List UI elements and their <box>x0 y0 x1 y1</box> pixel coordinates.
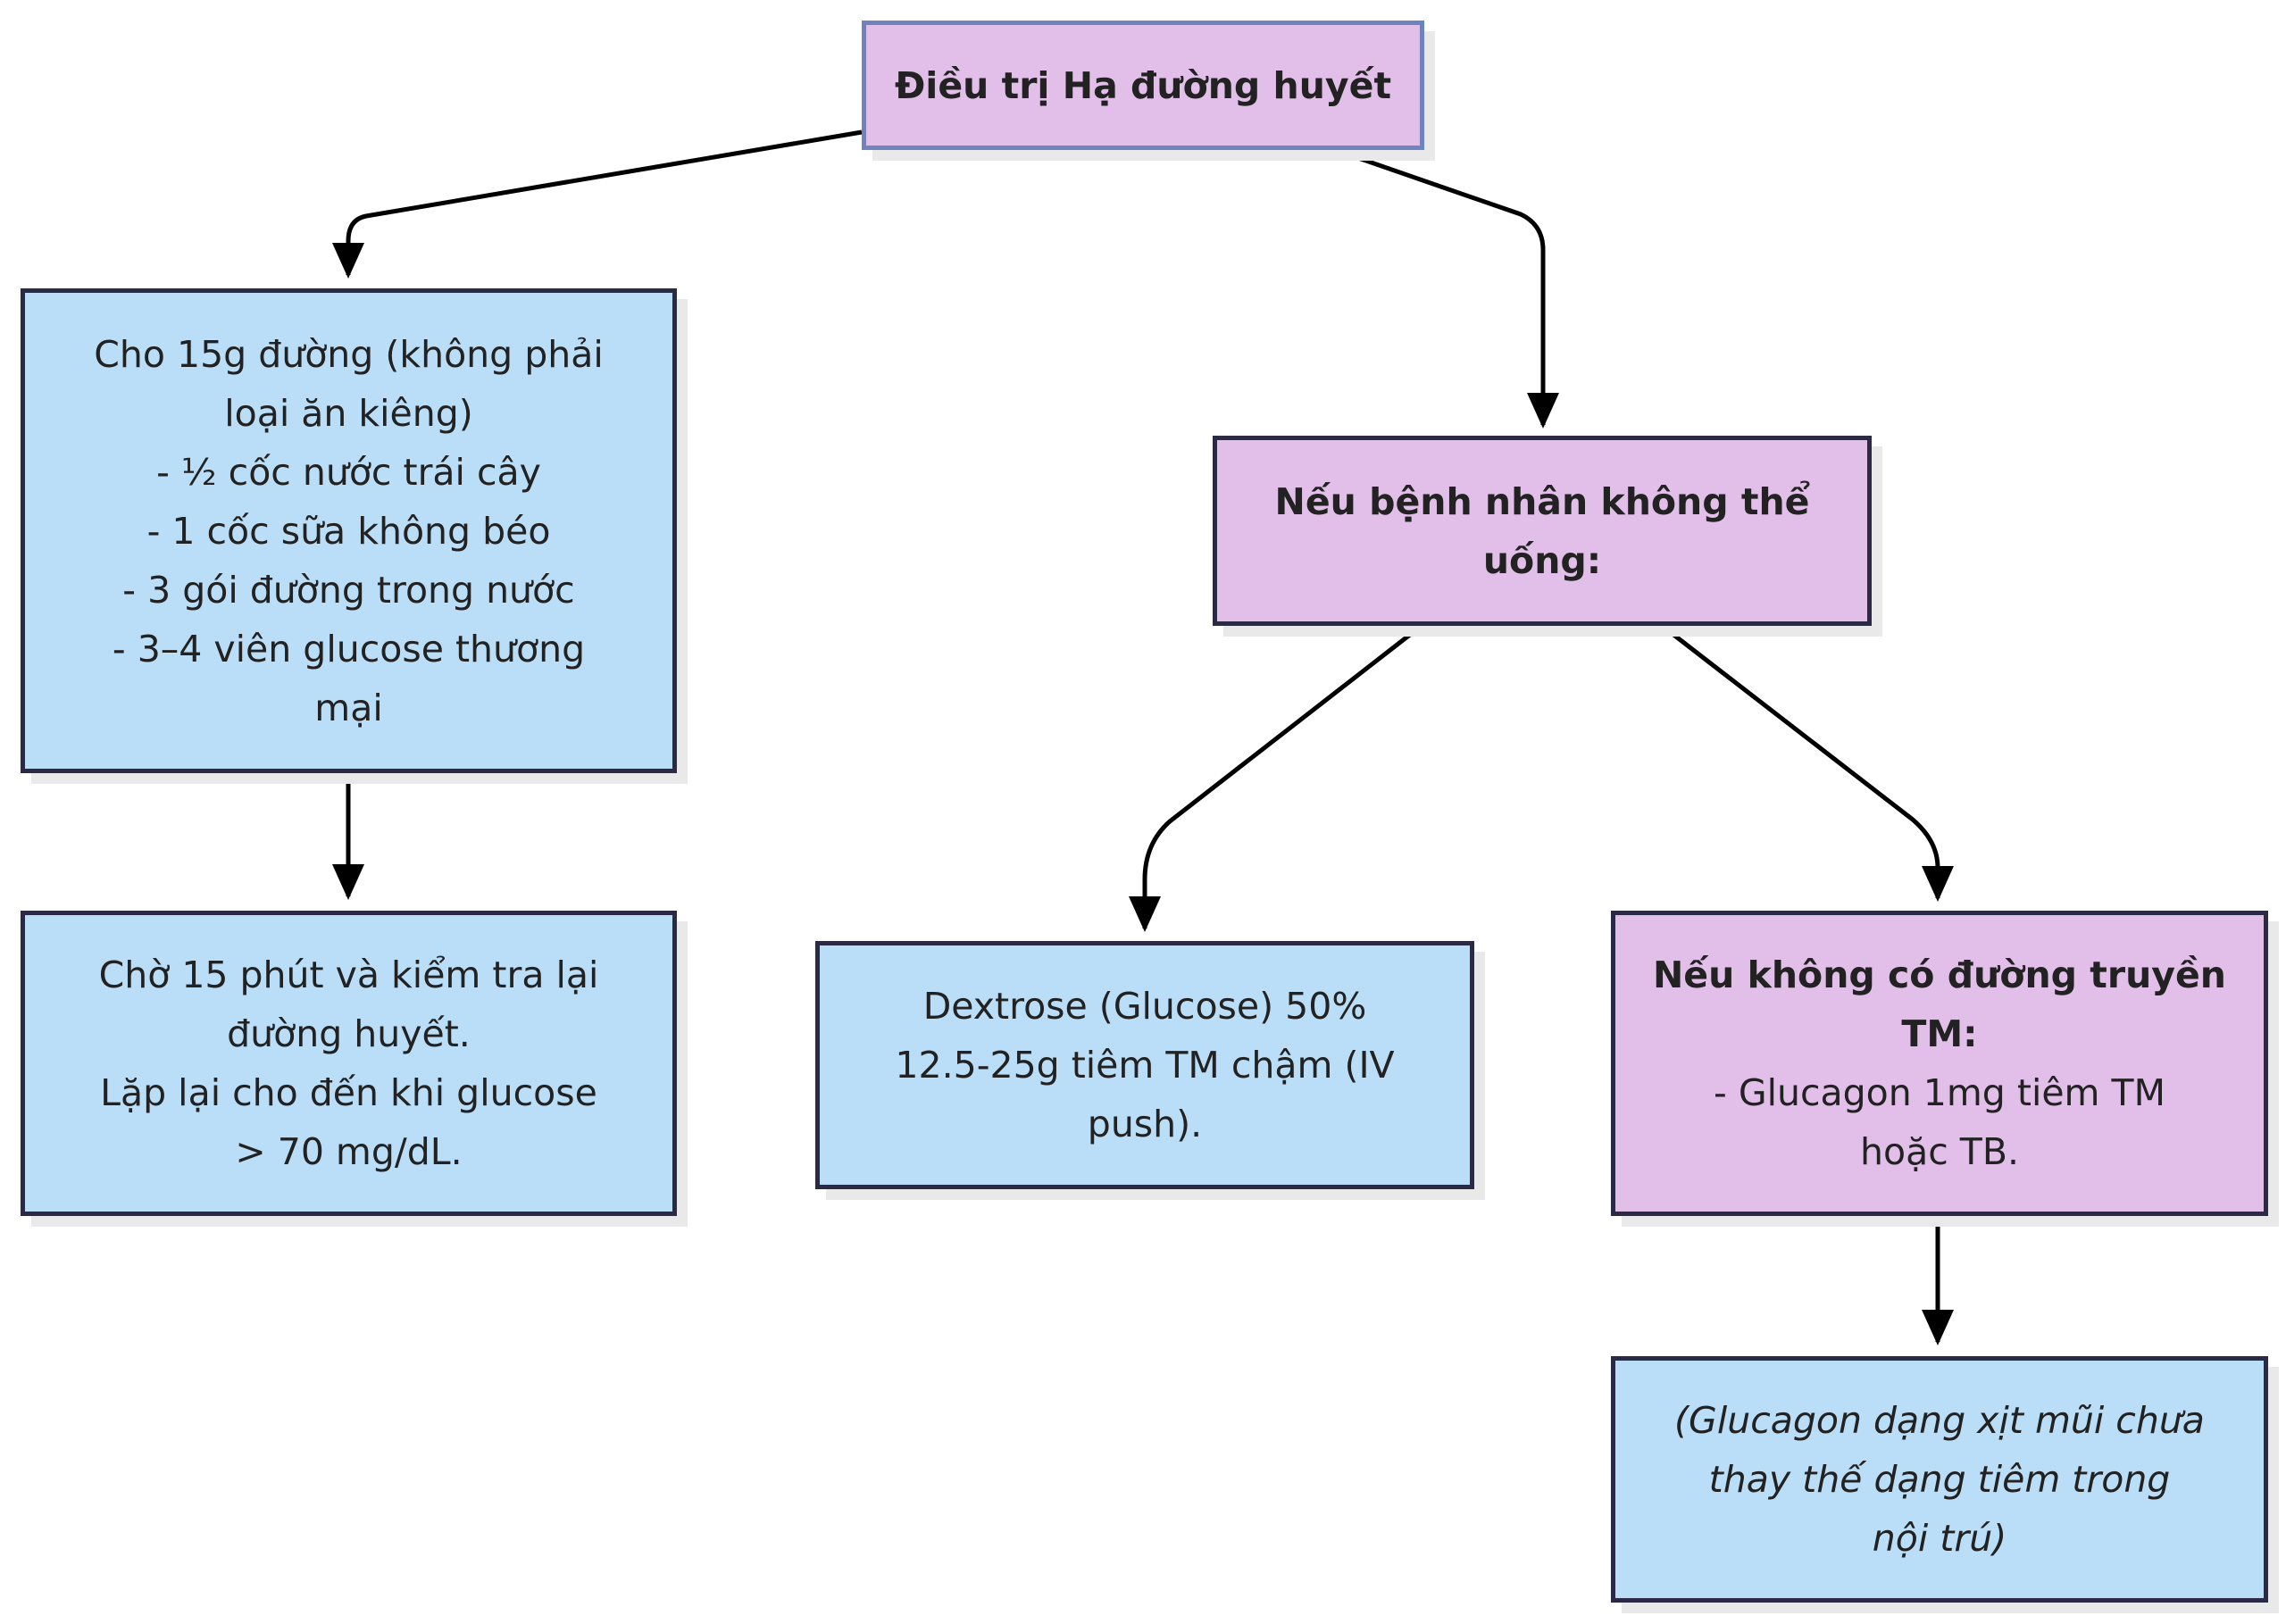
node-oral-treatment: Cho 15g đường (không phải loại ăn kiêng)… <box>21 288 677 773</box>
node-oral-treatment-line: mại <box>314 686 383 729</box>
node-no-iv-heading-line: TM: <box>1901 1012 1978 1055</box>
node-root: Điều trị Hạ đường huyết <box>862 21 1424 150</box>
edge-root-to-oral-treatment <box>332 129 863 279</box>
node-dextrose-line: Dextrose (Glucose) 50% <box>922 985 1367 1028</box>
node-nasal-note-line: nội trú) <box>1872 1517 2007 1560</box>
node-oral-treatment-line: - ½ cốc nước trái cây <box>156 450 541 494</box>
node-no-iv-line: - Glucagon 1mg tiêm TM <box>1714 1071 2165 1114</box>
edge-cannot-drink-to-dextrose <box>1129 623 1424 932</box>
node-oral-treatment-line: loại ăn kiêng) <box>224 391 473 435</box>
node-recheck: Chờ 15 phút và kiểm tra lại đường huyết.… <box>21 911 677 1216</box>
node-cannot-drink-line: uống: <box>1482 538 1602 582</box>
node-root-title: Điều trị Hạ đường huyết <box>894 63 1392 107</box>
node-no-iv-heading-line: Nếu không có đường truyền <box>1652 954 2226 996</box>
node-dextrose: Dextrose (Glucose) 50% 12.5-25g tiêm TM … <box>815 941 1474 1189</box>
node-cannot-drink-line: Nếu bệnh nhân không thể <box>1274 479 1810 523</box>
node-nasal-note-line: (Glucagon dạng xịt mũi chưa <box>1674 1399 2205 1442</box>
node-oral-treatment-line: Cho 15g đường (không phải <box>94 332 604 376</box>
node-cannot-drink: Nếu bệnh nhân không thể uống: <box>1213 436 1872 626</box>
node-oral-treatment-line: - 3 gói đường trong nước <box>122 568 575 612</box>
edge-root-to-cannot-drink <box>1334 147 1559 429</box>
node-recheck-line: đường huyết. <box>227 1012 471 1055</box>
node-recheck-line: Chờ 15 phút và kiểm tra lại <box>98 954 599 996</box>
node-oral-treatment-line: - 3–4 viên glucose thương <box>112 627 586 670</box>
node-oral-treatment-line: - 1 cốc sữa không béo <box>146 509 551 553</box>
node-dextrose-line: 12.5-25g tiêm TM chậm (IV <box>895 1044 1395 1087</box>
node-recheck-line: > 70 mg/dL. <box>235 1130 463 1173</box>
node-no-iv-line: hoặc TB. <box>1860 1130 2019 1173</box>
node-dextrose-line: push). <box>1087 1103 1203 1145</box>
node-nasal-note: (Glucagon dạng xịt mũi chưa thay thế dạn… <box>1611 1356 2268 1603</box>
edge-cannot-drink-to-no-iv <box>1659 623 1954 902</box>
node-nasal-note-line: thay thế dạng tiêm trong <box>1708 1458 2171 1501</box>
node-recheck-line: Lặp lại cho đến khi glucose <box>100 1071 597 1114</box>
node-no-iv: Nếu không có đường truyền TM: - Glucagon… <box>1611 911 2268 1216</box>
